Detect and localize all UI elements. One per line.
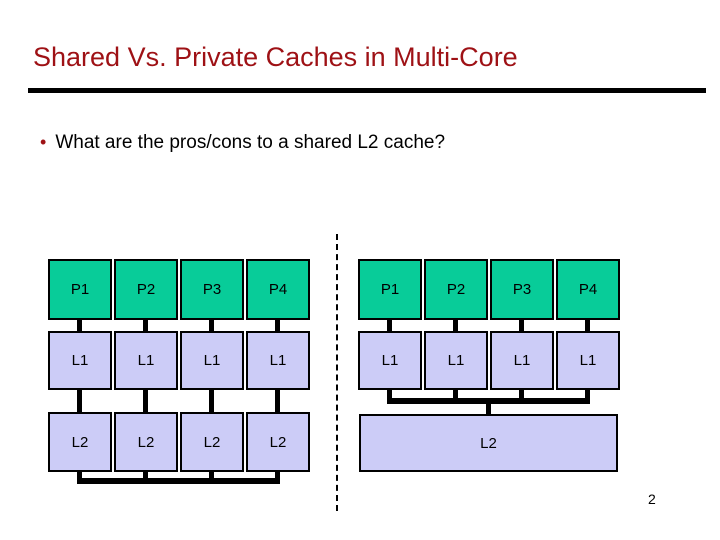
l1-cache-box-2: L1: [424, 331, 488, 390]
l2-cache-box-4: L2: [246, 412, 310, 472]
processor-box-label: P1: [380, 281, 400, 298]
l2-cache-box-label: L2: [71, 433, 89, 451]
connector-wire-vertical: [209, 390, 214, 412]
connector-wire-vertical: [143, 320, 148, 331]
connector-wire-vertical: [519, 320, 524, 331]
connector-wire-vertical: [387, 320, 392, 331]
processor-box-label: P2: [136, 281, 156, 298]
connector-wire-vertical: [453, 390, 458, 402]
processor-box-label: P4: [578, 281, 598, 298]
page-title: Shared Vs. Private Caches in Multi-Core: [33, 42, 518, 72]
connector-bus-horizontal: [77, 478, 280, 484]
connector-wire-vertical: [486, 402, 491, 414]
connector-wire-vertical: [585, 320, 590, 331]
l1-cache-box-label: L1: [137, 352, 155, 369]
processor-box-1: P1: [48, 259, 112, 320]
l1-cache-box-3: L1: [180, 331, 244, 390]
l1-cache-box-label: L1: [381, 352, 399, 369]
connector-wire-vertical: [275, 320, 280, 331]
shared-l2-cache-box-label: L2: [480, 434, 497, 452]
l1-cache-box-4: L1: [246, 331, 310, 390]
processor-box-label: P1: [70, 281, 90, 298]
connector-wire-vertical: [209, 320, 214, 331]
connector-wire-vertical: [519, 390, 524, 402]
bullet-list-item: • What are the pros/cons to a shared L2 …: [40, 130, 445, 155]
processor-box-2: P2: [114, 259, 178, 320]
l1-cache-box-label: L1: [269, 352, 287, 369]
l1-cache-box-1: L1: [48, 331, 112, 390]
bullet-marker-icon: •: [40, 132, 47, 152]
bullet-item-label: What are the pros/cons to a shared L2 ca…: [55, 132, 446, 153]
processor-box-4: P4: [246, 259, 310, 320]
processor-box-2: P2: [424, 259, 488, 320]
l1-cache-box-label: L1: [447, 352, 465, 369]
processor-box-3: P3: [180, 259, 244, 320]
l1-cache-box-1: L1: [358, 331, 422, 390]
connector-wire-vertical: [585, 390, 590, 402]
processor-box-4: P4: [556, 259, 620, 320]
processor-box-label: P3: [512, 281, 532, 298]
connector-wire-vertical: [275, 390, 280, 412]
shared-l2-cache-box: L2: [359, 414, 618, 472]
connector-wire-vertical: [453, 320, 458, 331]
l1-cache-box-label: L1: [203, 352, 221, 369]
l2-cache-box-label: L2: [269, 433, 287, 451]
l1-cache-box-4: L1: [556, 331, 620, 390]
connector-wire-vertical: [77, 320, 82, 331]
l2-cache-box-3: L2: [180, 412, 244, 472]
title-divider-rule: [28, 88, 706, 93]
connector-wire-vertical: [387, 390, 392, 402]
l2-cache-box-label: L2: [137, 433, 155, 451]
l1-cache-box-label: L1: [579, 352, 597, 369]
l1-cache-box-label: L1: [513, 352, 531, 369]
processor-box-label: P4: [268, 281, 288, 298]
connector-wire-vertical: [143, 390, 148, 412]
processor-box-1: P1: [358, 259, 422, 320]
processor-box-3: P3: [490, 259, 554, 320]
connector-bus-horizontal: [387, 398, 590, 404]
slide-page-number: 2: [648, 491, 656, 507]
l1-cache-box-label: L1: [71, 352, 89, 369]
processor-box-label: P2: [446, 281, 466, 298]
l2-cache-box-2: L2: [114, 412, 178, 472]
connector-wire-vertical: [77, 390, 82, 412]
l2-cache-box-1: L2: [48, 412, 112, 472]
l1-cache-box-3: L1: [490, 331, 554, 390]
l1-cache-box-2: L1: [114, 331, 178, 390]
l2-cache-box-label: L2: [203, 433, 221, 451]
processor-box-label: P3: [202, 281, 222, 298]
panel-divider-dashed-line: [336, 234, 338, 511]
